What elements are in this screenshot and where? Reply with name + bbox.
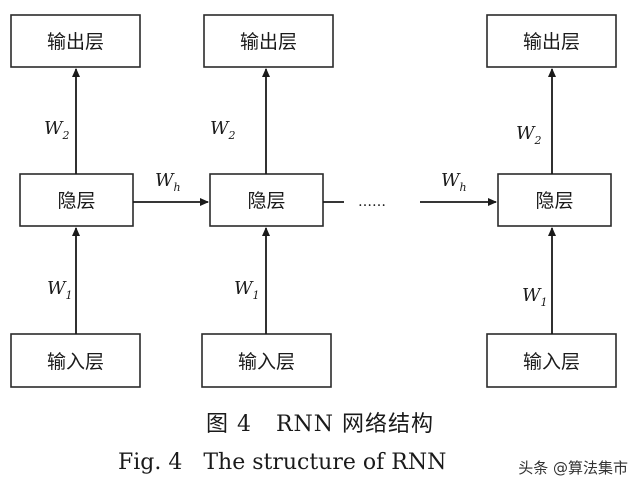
output-layer-box: 输出层 [486,14,617,68]
weight-label-w2: W2 [516,123,542,147]
weight-label-wh: Wh [441,170,467,194]
input-layer-label: 输入层 [523,351,580,373]
output-layer-box: 输出层 [10,14,141,68]
figure-caption-english: Fig. 4 The structure of RNN [118,450,447,475]
input-layer-label: 输入层 [47,351,104,373]
hidden-layer-box: 隐层 [497,173,612,227]
hidden-layer-box: 隐层 [209,173,324,227]
weight-label-w2: W2 [210,118,236,142]
output-layer-label: 输出层 [47,31,104,53]
rnn-column-2: 输出层 隐层 输入层 W2 W1 [201,14,334,388]
watermark: 头条 @算法集市 [518,459,628,477]
weight-label-wh: Wh [155,170,181,194]
input-layer-label: 输入层 [238,351,295,373]
weight-label-w1: W1 [522,285,548,309]
hidden-layer-label: 隐层 [57,190,95,212]
weight-label-w1: W1 [47,278,73,302]
input-layer-box: 输入层 [10,333,141,388]
weight-label-w2: W2 [44,118,70,142]
output-layer-box: 输出层 [203,14,334,68]
hidden-layer-label: 隐层 [247,190,285,212]
input-layer-box: 输入层 [486,333,617,388]
ellipsis: …… [358,194,386,210]
rnn-column-3: 输出层 隐层 输入层 W2 W1 [486,14,617,388]
hidden-layer-label: 隐层 [535,190,573,212]
rnn-diagram: 输出层 隐层 输入层 W2 W1 Wh 输出层 隐层 [10,14,617,388]
rnn-column-1: 输出层 隐层 输入层 W2 W1 [10,14,141,388]
hidden-layer-box: 隐层 [19,173,134,227]
weight-label-w1: W1 [234,278,260,302]
input-layer-box: 输入层 [201,333,332,388]
figure-caption-chinese: 图 4 RNN 网络结构 [205,412,435,437]
output-layer-label: 输出层 [523,31,580,53]
output-layer-label: 输出层 [240,31,297,53]
